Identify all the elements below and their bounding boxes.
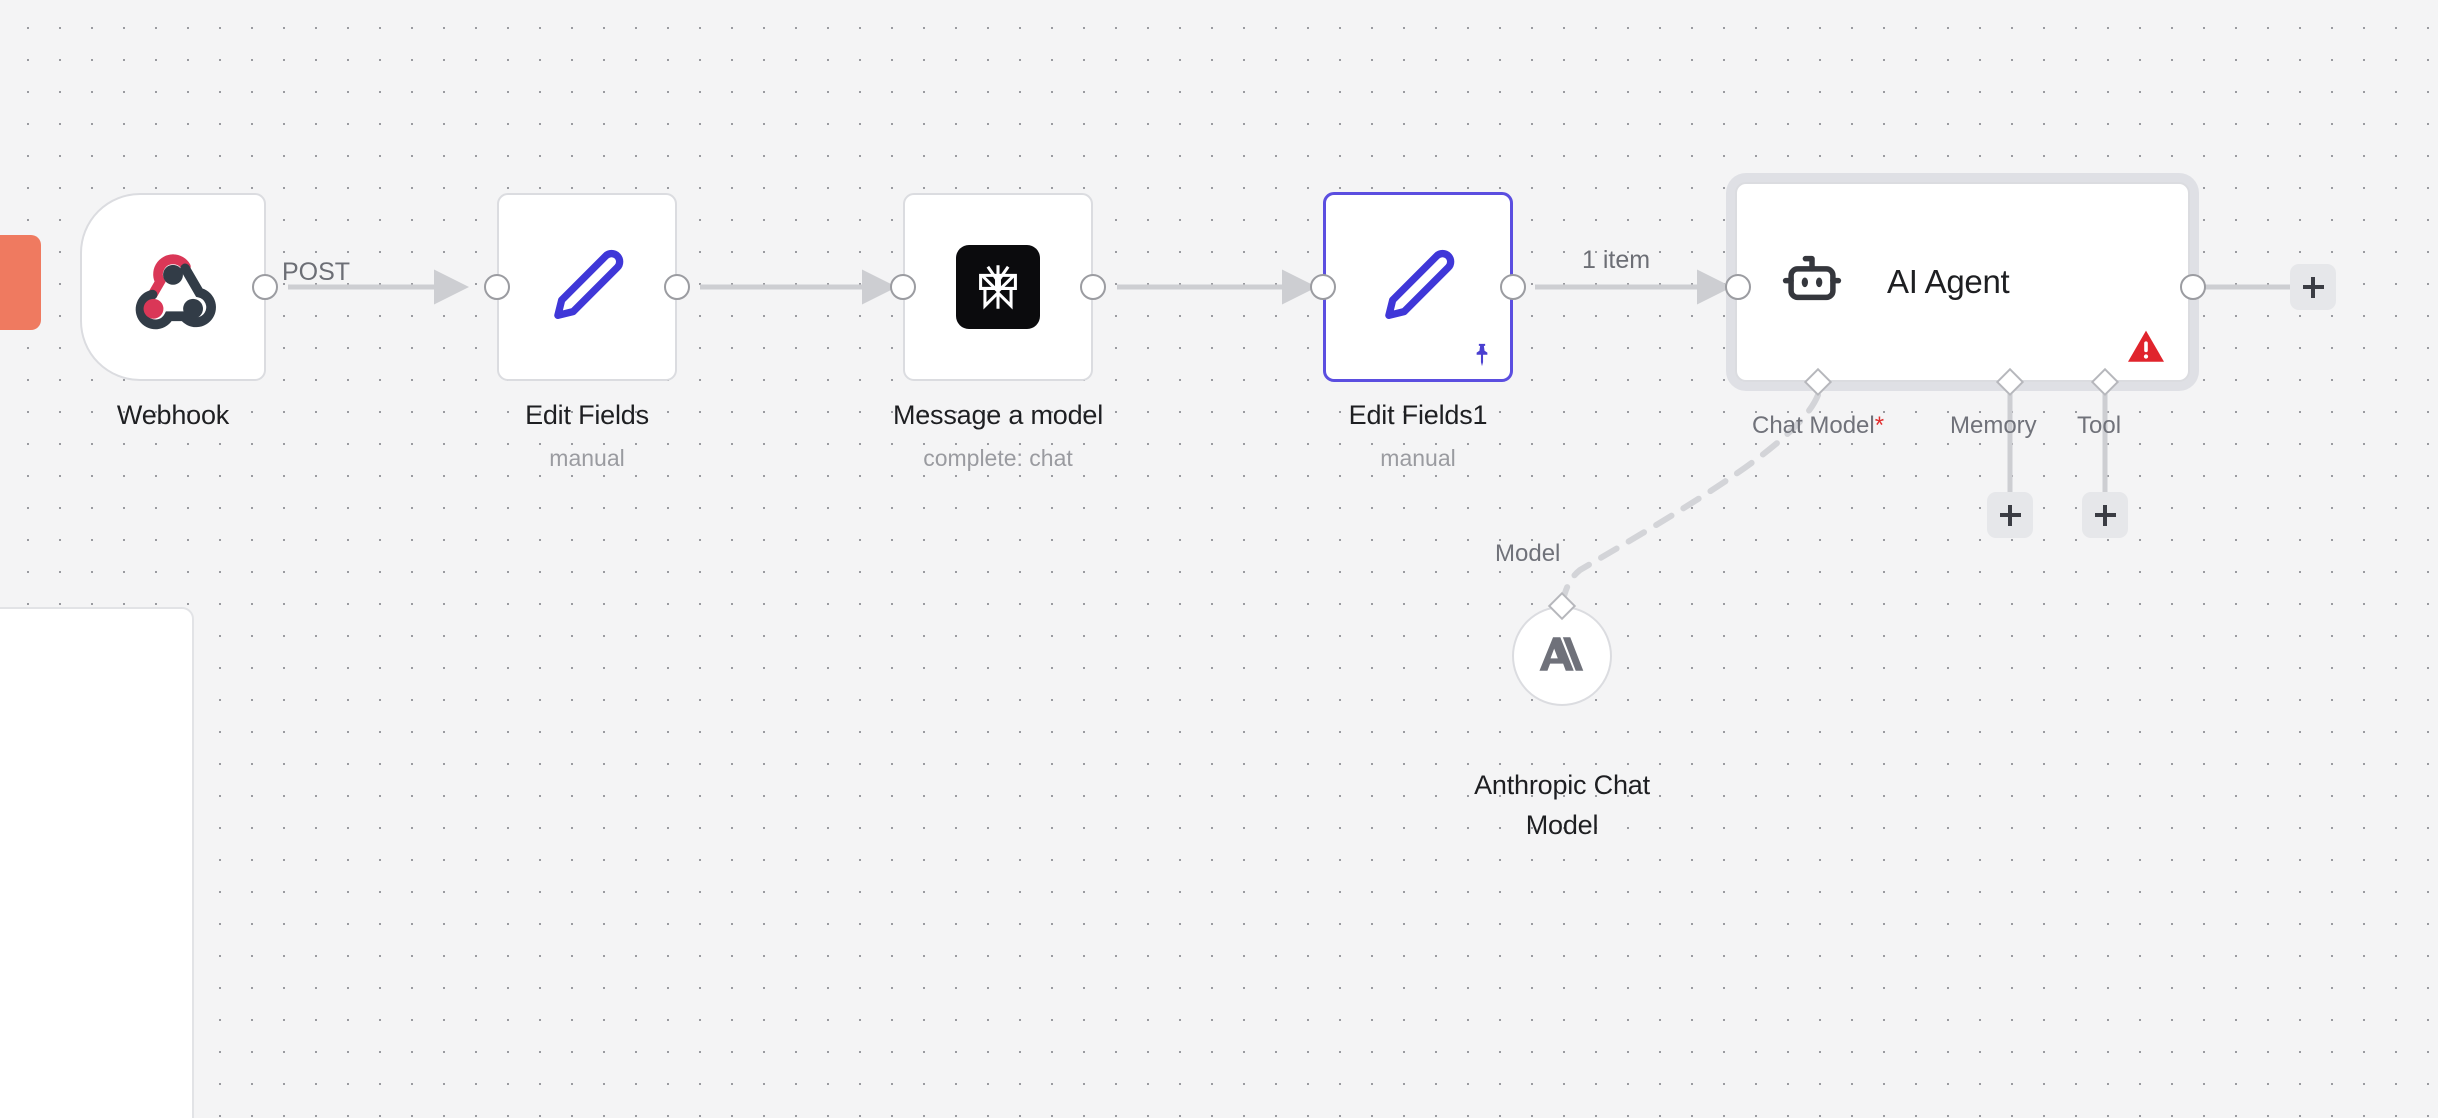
pencil-icon [541, 241, 633, 333]
openrouter-icon [956, 245, 1040, 329]
endpoint-edit-fields-1-input[interactable] [1310, 274, 1336, 300]
webhook-icon [128, 242, 218, 332]
node-label-edit-fields-1: Edit Fields1 [1348, 400, 1488, 430]
endpoint-message-a-model-input[interactable] [890, 274, 916, 300]
add-memory-button[interactable] [1987, 492, 2033, 538]
node-edit-fields-1[interactable] [1323, 192, 1513, 382]
anthropic-icon [1534, 633, 1590, 680]
endpoint-edit-fields-1-output[interactable] [1500, 274, 1526, 300]
node-sublabel-message-a-model: complete: chat [923, 445, 1073, 471]
node-edit-fields[interactable] [497, 193, 677, 381]
endpoint-ai-agent-input[interactable] [1725, 274, 1751, 300]
node-anthropic-chat-model[interactable] [1512, 606, 1612, 706]
robot-icon [1779, 246, 1851, 318]
endpoint-message-a-model-output[interactable] [1080, 274, 1106, 300]
node-webhook[interactable] [80, 193, 266, 381]
node-message-a-model[interactable] [903, 193, 1093, 381]
endpoint-webhook-output[interactable] [252, 274, 278, 300]
node-ai-agent[interactable]: AI Agent [1735, 182, 2190, 382]
port-label-tool: Tool [2077, 412, 2122, 439]
port-label-chat-model: Chat Model* [1752, 412, 1885, 439]
node-label-webhook: Webhook [116, 400, 230, 430]
sticky-note-fragment [0, 235, 41, 330]
port-label-memory: Memory [1950, 412, 2037, 439]
side-panel[interactable] [0, 607, 194, 1118]
pencil-icon [1372, 241, 1464, 333]
node-label-ai-agent: AI Agent [1887, 263, 2010, 300]
node-label-anthropic-chat-model-line1: Anthropic Chat [1474, 770, 1650, 800]
warning-triangle-icon[interactable] [2126, 328, 2166, 364]
pin-icon[interactable] [1468, 341, 1496, 369]
node-label-message-a-model: Message a model [892, 400, 1104, 430]
endpoint-edit-fields-output[interactable] [664, 274, 690, 300]
port-label-model: Model [1495, 540, 1561, 567]
endpoint-ai-agent-output[interactable] [2180, 274, 2206, 300]
add-tool-button[interactable] [2082, 492, 2128, 538]
node-label-anthropic-chat-model-line2: Model [1525, 810, 1599, 840]
edge-label-post: POST [282, 258, 351, 286]
endpoint-edit-fields-input[interactable] [484, 274, 510, 300]
edge-label-1-item: 1 item [1582, 246, 1651, 274]
add-node-button[interactable] [2290, 264, 2336, 310]
node-label-edit-fields: Edit Fields [525, 400, 649, 430]
edge-anthropic-to-chat-model[interactable] [1560, 392, 1821, 603]
node-sublabel-edit-fields-1: manual [1380, 445, 1456, 471]
node-sublabel-edit-fields: manual [549, 445, 625, 471]
